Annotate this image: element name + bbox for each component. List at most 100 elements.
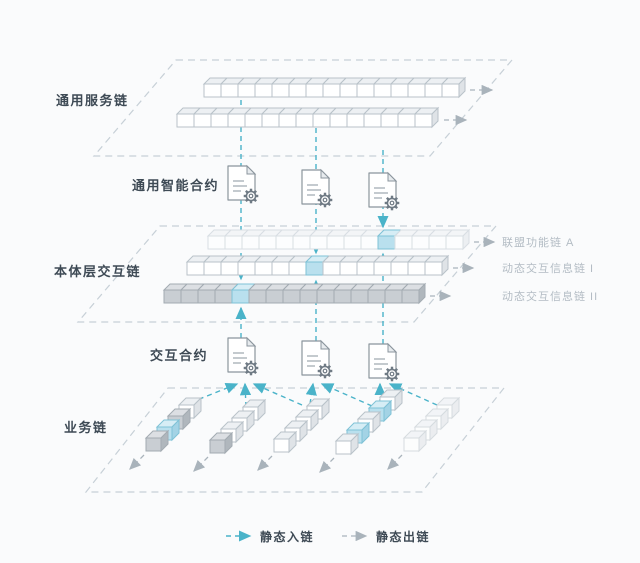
cube-front <box>305 261 324 276</box>
business-chain <box>208 398 267 455</box>
doc-fold <box>246 336 257 347</box>
gear-icon <box>319 194 331 206</box>
cube-front <box>278 113 297 128</box>
block-chain <box>202 76 467 99</box>
cube-front <box>356 261 375 276</box>
static-out-arrow <box>193 456 209 472</box>
cube-front <box>214 289 233 304</box>
cube-front <box>350 289 369 304</box>
label-legend-static-out: 静态出链 <box>376 529 430 544</box>
gear-icon <box>245 362 257 374</box>
cube-front <box>373 261 392 276</box>
cube-front <box>390 83 409 98</box>
cube-front <box>292 235 311 250</box>
cube-front <box>407 261 426 276</box>
cube-front <box>309 235 328 250</box>
cube-front <box>424 83 443 98</box>
cube-front <box>163 289 182 304</box>
business-chain <box>334 388 404 456</box>
cube-front <box>210 113 229 128</box>
cube-front <box>282 289 301 304</box>
cube-front <box>254 83 273 98</box>
cube-front <box>411 235 430 250</box>
static-out-arrow <box>257 455 273 471</box>
cube-side <box>458 76 466 99</box>
cube-front <box>356 83 375 98</box>
cube-front <box>224 235 243 250</box>
static-out-arrow <box>387 454 403 470</box>
doc-fold <box>387 342 398 353</box>
cube-front <box>339 83 358 98</box>
cube-front <box>231 289 250 304</box>
label-business-chain: 业务链 <box>64 420 108 435</box>
cube-side <box>462 228 470 251</box>
cube-front <box>322 261 341 276</box>
gear-hole <box>389 371 395 377</box>
static-in-arrow <box>305 382 317 405</box>
label-chain-a: 联盟功能链 A <box>502 235 574 249</box>
cube-front <box>403 437 420 452</box>
static-out-arrow <box>319 457 335 473</box>
label-legend-static-in: 静态入链 <box>260 529 314 544</box>
cube-front <box>414 113 433 128</box>
smart-contract-icon <box>301 168 333 208</box>
cube-front <box>367 289 386 304</box>
gear-hole <box>248 193 254 199</box>
cube-front <box>326 235 345 250</box>
cube-front <box>384 289 403 304</box>
cube-side <box>431 106 439 129</box>
cube-front <box>244 113 263 128</box>
cube-front <box>273 438 290 453</box>
diagram-graphics <box>76 59 514 542</box>
cube-front <box>424 261 443 276</box>
smart-contract-icon <box>227 164 259 204</box>
cube-front <box>316 289 335 304</box>
cube-front <box>207 235 226 250</box>
cube-front <box>203 261 222 276</box>
business-chain <box>402 396 461 453</box>
cube-front <box>288 83 307 98</box>
business-chain <box>272 397 331 454</box>
gear-hole <box>322 368 328 374</box>
gear-hole <box>248 365 254 371</box>
cube-front <box>220 261 239 276</box>
cube-front <box>180 289 199 304</box>
cube-front <box>312 113 331 128</box>
cube-front <box>197 289 216 304</box>
cube-front <box>176 113 195 128</box>
static-in-arrow <box>320 383 373 407</box>
cube-front <box>254 261 273 276</box>
cube-front <box>237 83 256 98</box>
label-chain-i: 动态交互信息链 I <box>502 261 594 275</box>
cube-front <box>227 113 246 128</box>
cube-front <box>445 235 464 250</box>
cube-front <box>275 235 294 250</box>
cube-front <box>220 83 239 98</box>
cube-front <box>203 83 222 98</box>
cube-side <box>418 282 426 305</box>
cube-front <box>333 289 352 304</box>
cube-front <box>363 113 382 128</box>
cube-front <box>271 83 290 98</box>
cube-front <box>237 261 256 276</box>
cube-front <box>295 113 314 128</box>
cube-front <box>241 235 260 250</box>
gear-icon <box>386 368 398 380</box>
cube-side <box>441 254 449 277</box>
smart-contract-icon <box>227 336 259 376</box>
block-chain <box>175 106 440 129</box>
cube-front <box>380 113 399 128</box>
gear-hole <box>322 197 328 203</box>
cube-front <box>346 113 365 128</box>
cube-front <box>390 261 409 276</box>
cube-front <box>209 439 226 454</box>
block-chain <box>206 228 471 251</box>
gear-icon <box>245 190 257 202</box>
gear-icon <box>319 365 331 377</box>
label-chain-ii: 动态交互信息链 II <box>502 289 598 303</box>
smart-contract-icon <box>301 339 333 379</box>
doc-fold <box>246 164 257 175</box>
cube-front <box>145 437 162 452</box>
smart-contract-icon <box>368 342 400 382</box>
